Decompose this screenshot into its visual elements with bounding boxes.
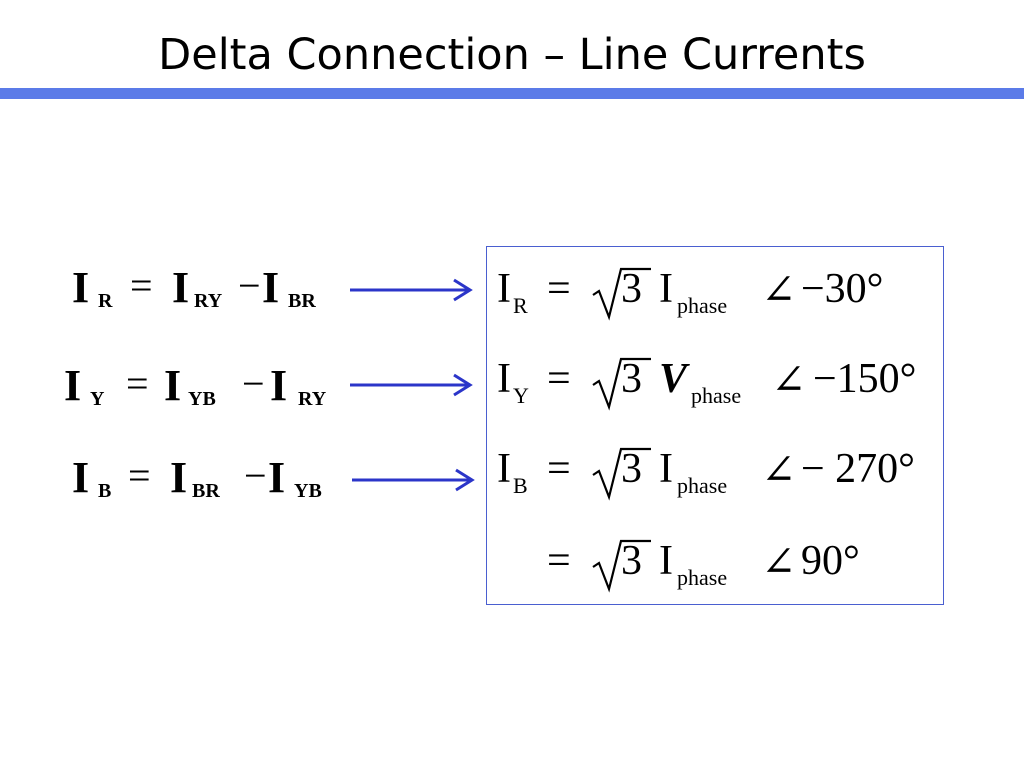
result-quantity-symbol: V xyxy=(659,356,688,402)
result-row-r: I R = 3 I phase ∠ −30° xyxy=(487,265,943,335)
slide-title: Delta Connection – Line Currents xyxy=(158,30,866,80)
angle-icon: ∠ xyxy=(761,448,797,494)
result-quantity-symbol: I xyxy=(659,266,673,312)
angle-icon: ∠ xyxy=(761,268,797,314)
result-lhs-subscript: B xyxy=(513,473,528,498)
eq-lhs-symbol: I xyxy=(72,263,90,312)
result-angle-value: −150° xyxy=(813,356,917,402)
result-lhs-symbol: I xyxy=(497,266,511,312)
eq-term1-subscript: BR xyxy=(192,480,220,502)
eq-minus: − xyxy=(244,453,267,498)
eq-lhs-subscript: B xyxy=(98,480,112,502)
eq-term1-subscript: RY xyxy=(194,290,223,312)
eq-term2-symbol: I xyxy=(268,453,286,502)
result-row-y: I Y = 3 V phase ∠ −150° xyxy=(487,355,943,425)
eq-minus: − xyxy=(238,263,261,308)
result-equals: = xyxy=(547,356,571,402)
result-root-value: 3 xyxy=(621,446,642,492)
eq-term2-symbol: I xyxy=(262,263,280,312)
eq-lhs-subscript: Y xyxy=(90,388,105,410)
eq-minus: − xyxy=(242,361,265,406)
eq-term1-subscript: YB xyxy=(188,388,216,410)
equation-line-current-y: I Y = I YB − I RY xyxy=(62,360,352,410)
result-row-b: I B = 3 I phase ∠ − 270° xyxy=(487,445,943,515)
result-angle-value: − 270° xyxy=(801,446,915,492)
arrow-right-icon xyxy=(352,468,475,492)
eq-term1-symbol: I xyxy=(172,263,190,312)
result-quantity-subscript: phase xyxy=(677,565,728,590)
result-quantity-subscript: phase xyxy=(677,473,728,498)
result-root-value: 3 xyxy=(621,266,642,312)
result-equals: = xyxy=(547,266,571,312)
result-angle-value: −30° xyxy=(801,266,884,312)
result-equals: = xyxy=(547,538,571,584)
result-quantity-symbol: I xyxy=(659,538,673,584)
eq-equals: = xyxy=(130,263,153,308)
arrow-right-icon xyxy=(350,373,473,397)
eq-lhs-subscript: R xyxy=(98,290,113,312)
result-lhs-symbol: I xyxy=(497,356,511,402)
square-root-icon xyxy=(592,357,651,411)
eq-equals: = xyxy=(128,453,151,498)
result-lhs-symbol: I xyxy=(497,446,511,492)
result-lhs-subscript: R xyxy=(513,293,528,318)
eq-term1-symbol: I xyxy=(164,361,182,410)
eq-term2-symbol: I xyxy=(270,361,288,410)
result-root-value: 3 xyxy=(621,356,642,402)
equation-line-current-r: I R = I RY − I BR xyxy=(70,262,350,312)
square-root-icon xyxy=(592,447,651,501)
square-root-icon xyxy=(592,267,651,321)
eq-term2-subscript: YB xyxy=(294,480,322,502)
eq-term2-subscript: BR xyxy=(288,290,316,312)
title-underline xyxy=(0,88,1024,99)
angle-icon: ∠ xyxy=(771,358,807,404)
result-quantity-symbol: I xyxy=(659,446,673,492)
eq-term1-symbol: I xyxy=(170,453,188,502)
eq-lhs-symbol: I xyxy=(72,453,90,502)
arrow-right-icon xyxy=(350,278,473,302)
square-root-icon xyxy=(592,539,651,593)
eq-lhs-symbol: I xyxy=(64,361,82,410)
angle-icon: ∠ xyxy=(761,540,797,586)
result-equals: = xyxy=(547,446,571,492)
result-equations-box: I R = 3 I phase ∠ −30° I Y = 3 V phase ∠… xyxy=(486,246,944,605)
result-root-value: 3 xyxy=(621,538,642,584)
eq-equals: = xyxy=(126,361,149,406)
eq-term2-subscript: RY xyxy=(298,388,327,410)
result-lhs-subscript: Y xyxy=(513,383,529,408)
result-quantity-subscript: phase xyxy=(691,383,742,408)
equation-line-current-b: I B = I BR − I YB xyxy=(70,452,350,502)
result-angle-value: 90° xyxy=(801,538,860,584)
result-row-simplified: = 3 I phase ∠ 90° xyxy=(487,537,943,607)
result-quantity-subscript: phase xyxy=(677,293,728,318)
